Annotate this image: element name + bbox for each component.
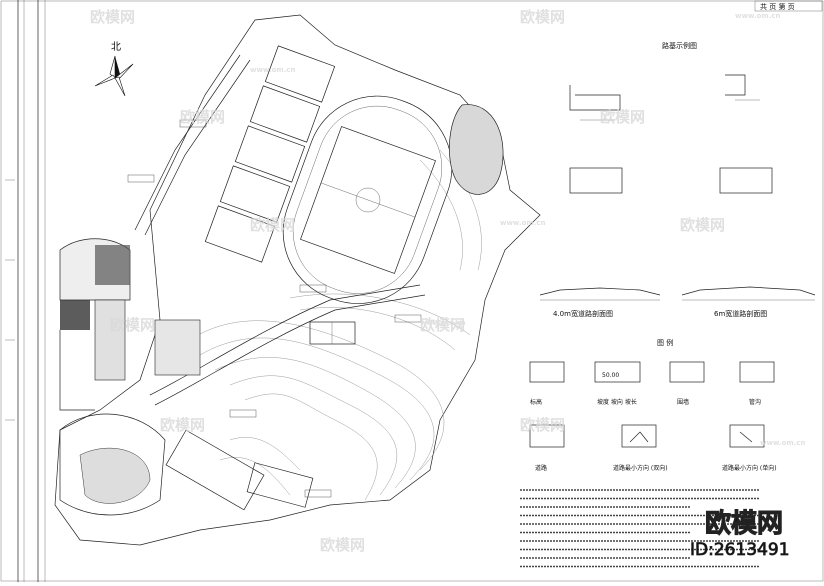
svg-text:道路: 道路 (535, 464, 547, 472)
tennis-court (309, 321, 356, 345)
legend-item-road: 道路 (529, 424, 565, 472)
internal-road-d (144, 59, 251, 236)
lower-left-garden (59, 413, 166, 516)
legend-heading: 图 例 (657, 338, 673, 347)
notes-block (520, 489, 760, 568)
legend-item-trench: 管沟 (739, 361, 775, 406)
building-cluster-left (59, 238, 201, 411)
section-label-6m: 6m宽道路剖面图 (714, 309, 767, 318)
left-road (5, 0, 46, 582)
svg-text:欧模网: 欧模网 (420, 316, 465, 334)
svg-text:欧模网: 欧模网 (180, 108, 225, 126)
detail-heading: 路基示例图 (662, 41, 697, 50)
svg-text:坡度 坡向 坡长: 坡度 坡向 坡长 (597, 398, 637, 406)
svg-text:欧模网: 欧模网 (600, 108, 645, 126)
svg-text:欧模网: 欧模网 (680, 216, 725, 234)
svg-text:管沟: 管沟 (749, 398, 761, 406)
svg-text:www.om.cn: www.om.cn (500, 219, 546, 227)
svg-text:共 页 第 页: 共 页 第 页 (760, 2, 795, 11)
svg-text:www.om.cn: www.om.cn (420, 319, 466, 327)
svg-text:欧模网: 欧模网 (705, 508, 783, 539)
svg-text:ID:2613491: ID:2613491 (690, 540, 790, 560)
svg-text:www.om.cn: www.om.cn (250, 66, 296, 74)
plan-tags (127, 119, 422, 498)
building-strip-lower (165, 429, 314, 511)
site-boundary (54, 14, 541, 546)
title-block: 共 页 第 页 (754, 0, 823, 12)
legend-item-slope: 50.00 坡度 坡向 坡长 (594, 361, 641, 406)
svg-text:www.om.cn: www.om.cn (760, 439, 806, 447)
north-arrow-icon: 北 (94, 41, 134, 97)
north-label: 北 (111, 41, 121, 53)
drain-plan-box (719, 167, 773, 194)
legend-item-road-one-way: 道路最小方向 (单向) (722, 424, 777, 472)
svg-text:围墙: 围墙 (677, 398, 689, 406)
svg-text:欧模网: 欧模网 (520, 8, 565, 26)
section-label-4m: 4.0m宽道路剖面图 (553, 309, 613, 318)
svg-text:欧模网: 欧模网 (160, 416, 205, 434)
svg-text:欧模网: 欧模网 (250, 216, 295, 234)
svg-text:道路最小方向 (双向): 道路最小方向 (双向) (613, 464, 668, 472)
stippled-area (448, 104, 504, 195)
svg-text:欧模网: 欧模网 (520, 416, 565, 434)
curb-detail (569, 85, 621, 111)
curb-plan-box (569, 167, 623, 194)
svg-text:欧模网: 欧模网 (90, 8, 135, 26)
brand-stamp: 欧模网 ID:2613491 (690, 508, 790, 561)
svg-text:www.om.cn: www.om.cn (735, 12, 781, 20)
detail-panel: 路基示例图 4.0m宽道路剖面图 6m宽道路剖面图 图 例 标高 50.00 (529, 41, 816, 472)
internal-road-c (134, 54, 241, 231)
svg-text:欧模网: 欧模网 (110, 316, 155, 334)
svg-text:50.00: 50.00 (602, 372, 619, 379)
legend-item-wall: 围墙 (669, 361, 705, 406)
legend-item-elevation: 标高 (529, 361, 565, 406)
legend-item-road-two-way: 道路最小方向 (双向) (613, 424, 668, 472)
internal-road-a (149, 284, 421, 396)
svg-text:道路最小方向 (单向): 道路最小方向 (单向) (722, 464, 777, 472)
svg-text:欧模网: 欧模网 (320, 536, 365, 554)
svg-text:标高: 标高 (530, 398, 542, 406)
road-section-4m: 4.0m宽道路剖面图 (539, 287, 661, 318)
road-section-6m: 6m宽道路剖面图 (681, 286, 816, 318)
internal-road-b (154, 294, 426, 406)
running-track (282, 95, 453, 304)
basketball-courts (204, 45, 336, 263)
watermark: 欧模网 欧模网 欧模网 欧模网 欧模网 欧模网 欧模网 欧模网 欧模网 欧模网 … (90, 8, 806, 554)
drain-detail (725, 74, 746, 96)
